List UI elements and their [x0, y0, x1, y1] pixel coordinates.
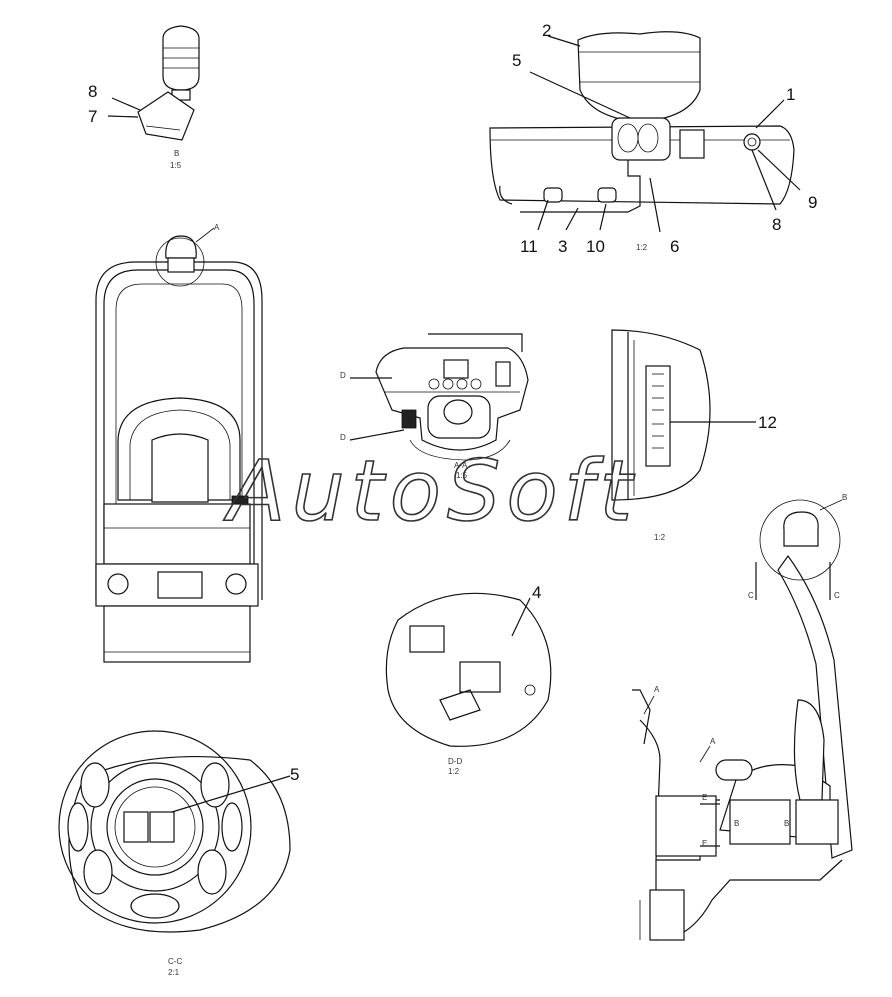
callout-10: 10: [586, 237, 605, 256]
marker-e-1: E: [702, 793, 707, 802]
marker-d-1: D: [340, 371, 346, 380]
marker-b-top: B: [842, 493, 847, 502]
seat-front-view: A: [95, 223, 263, 663]
callout-5-bottom: 5: [290, 765, 299, 784]
callout-2: 2: [542, 21, 551, 40]
marker-d-2: D: [340, 433, 346, 442]
marker-c-1: C: [748, 591, 754, 600]
view-cc-label: C-C: [168, 957, 182, 966]
callout-3: 3: [558, 237, 567, 256]
marker-b-side-1: B: [734, 819, 739, 828]
callout-12: 12: [758, 413, 777, 432]
callout-6: 6: [670, 237, 679, 256]
view-dd-label: D-D: [448, 757, 462, 766]
marker-c-2: C: [834, 591, 840, 600]
callout-7: 7: [88, 107, 97, 126]
callout-8-top-left: 8: [88, 82, 97, 101]
callout-11: 11: [520, 237, 538, 256]
marker-a-side-2: A: [710, 737, 716, 746]
callout-5-top: 5: [512, 51, 521, 70]
view-cc-scale: 2:1: [168, 968, 180, 977]
detail-roof-beacon-mount: 2 5 1 9 8 11 3 10 6 1:2: [489, 21, 817, 256]
view-aa-console: D D A-A 1:5: [340, 333, 529, 480]
seat-side-view: B C C E E B B A A: [632, 493, 853, 941]
view-aa-label: A-A: [454, 461, 468, 470]
scale-1-2-right: 1:2: [654, 533, 666, 542]
callout-4: 4: [532, 583, 541, 602]
callout-8-right: 8: [772, 215, 781, 234]
callout-1: 1: [786, 85, 795, 104]
scale-1-2-top: 1:2: [636, 243, 648, 252]
view-b-label: B: [174, 149, 179, 158]
detail-fuse-box: 12 1:2: [611, 329, 777, 542]
watermark: AutoSoft: [223, 442, 638, 540]
view-dd-detail: 4 D-D 1:2: [385, 583, 552, 776]
marker-a-side-1: A: [654, 685, 660, 694]
marker-b-side-2: B: [784, 819, 789, 828]
view-b-beacon-detail: 8 7 B 1:5: [88, 25, 200, 170]
callout-9: 9: [808, 193, 817, 212]
marker-e-2: E: [702, 839, 707, 848]
view-aa-scale: 1:5: [456, 471, 468, 480]
marker-a: A: [214, 223, 220, 232]
view-b-scale: 1:5: [170, 161, 182, 170]
view-dd-scale: 1:2: [448, 767, 460, 776]
view-cc-beacon-base: 5 C-C 2:1: [58, 730, 299, 977]
